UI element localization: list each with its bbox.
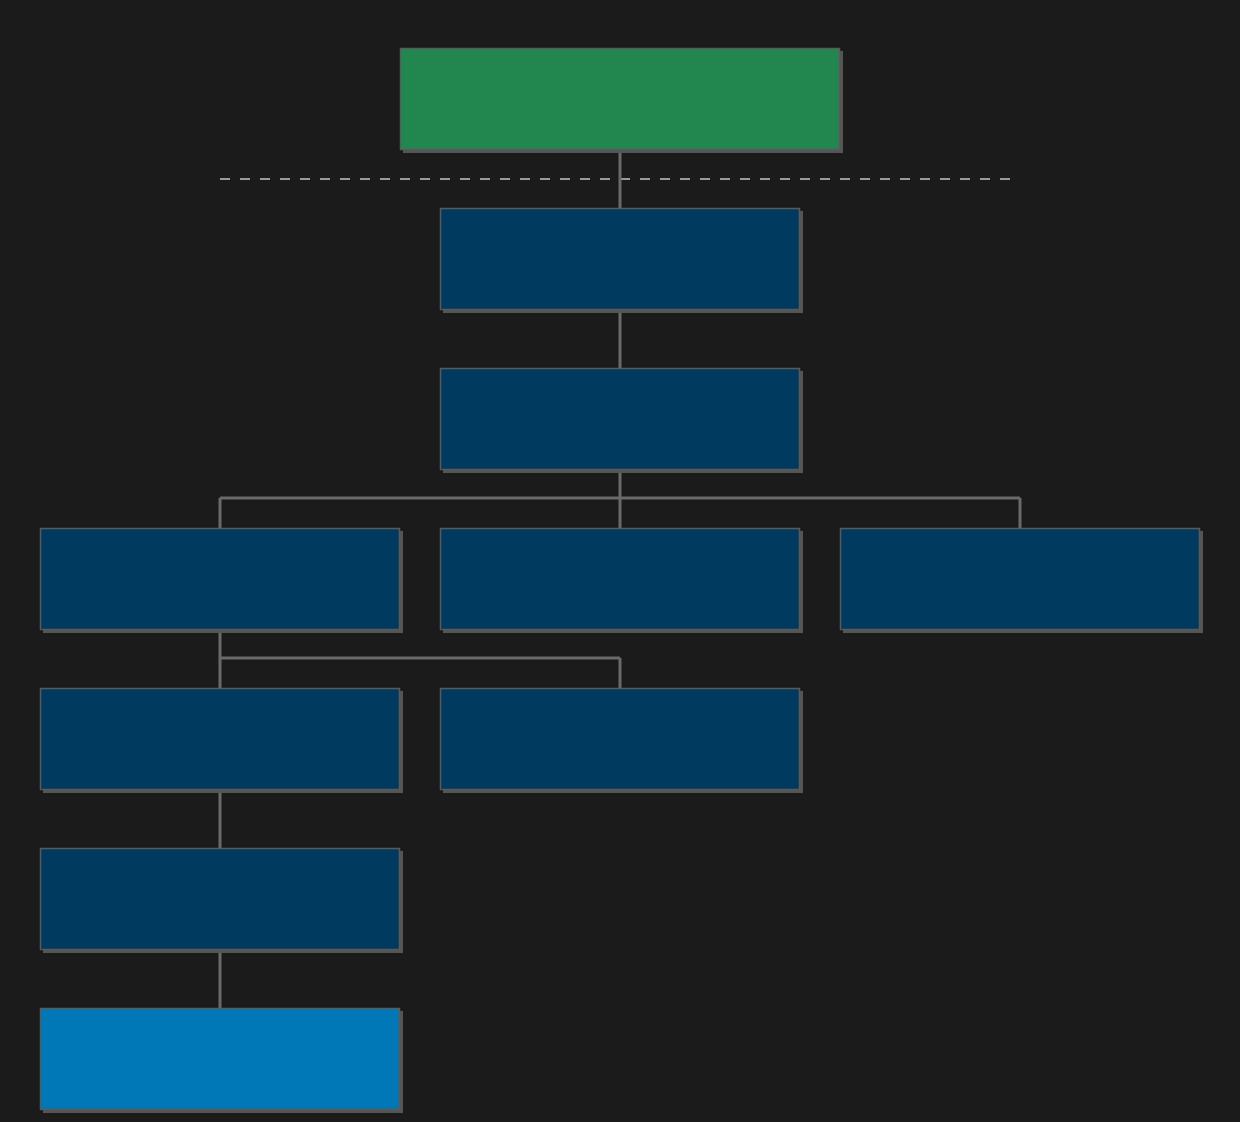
node-left-child-a-1 bbox=[39, 847, 401, 951]
node-left-child-a bbox=[39, 687, 401, 791]
node-level-2 bbox=[439, 367, 801, 471]
node-branch-left bbox=[39, 527, 401, 631]
node-branch-middle bbox=[439, 527, 801, 631]
node-branch-right bbox=[839, 527, 1201, 631]
node-left-child-b bbox=[439, 687, 801, 791]
node-level-1 bbox=[439, 207, 801, 311]
node-root bbox=[399, 47, 841, 151]
node-highlighted-leaf bbox=[39, 1007, 401, 1111]
